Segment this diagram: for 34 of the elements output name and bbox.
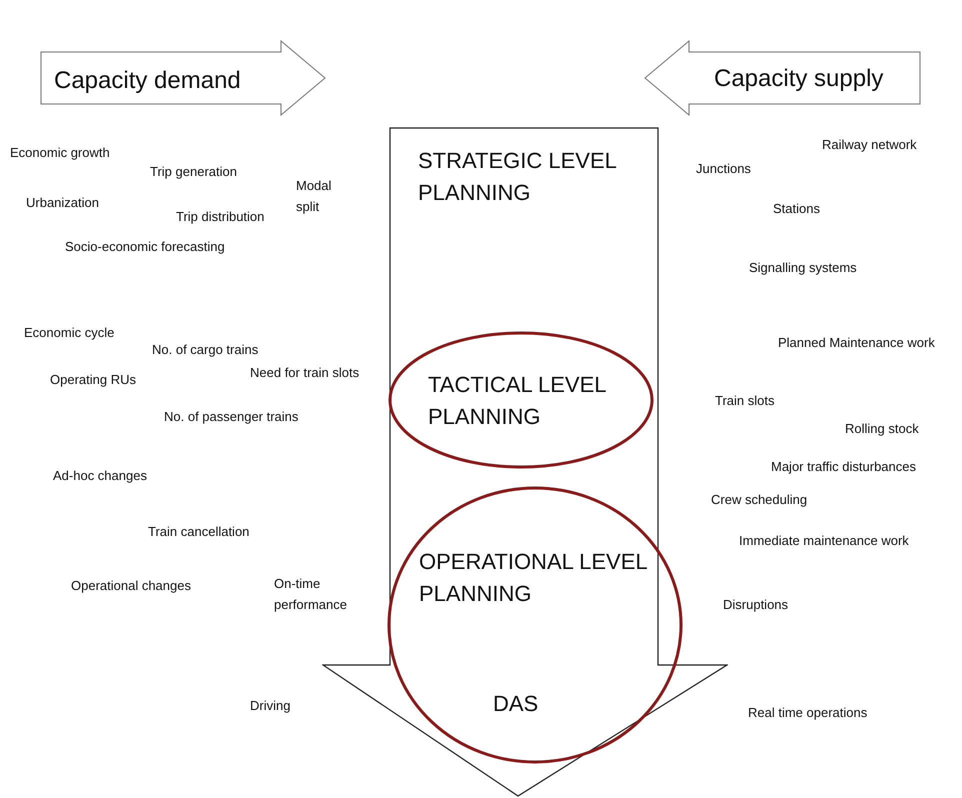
factor-label: Disruptions: [723, 596, 788, 614]
factor-label: Operating RUs: [50, 371, 136, 389]
factor-label: Trip distribution: [176, 208, 264, 226]
factor-label: Need for train slots: [250, 364, 360, 382]
factor-label: Train cancellation: [148, 523, 250, 541]
factor-label: Crew scheduling: [711, 491, 808, 509]
factor-label: Signalling systems: [749, 259, 857, 277]
factor-label: Stations: [773, 200, 820, 218]
factor-label: No. of passenger trains: [164, 408, 298, 426]
factor-label: Planned Maintenance work: [778, 334, 935, 352]
factor-label: On-time performance: [274, 575, 348, 614]
level-label: TACTICAL LEVEL PLANNING: [428, 371, 607, 431]
factor-label: Ad-hoc changes: [53, 467, 147, 485]
factor-label: Junctions: [696, 160, 751, 178]
factor-label: No. of cargo trains: [152, 341, 258, 359]
factor-label: Economic cycle: [24, 324, 114, 342]
factor-label: Socio-economic forecasting: [65, 238, 225, 256]
factor-label: Major traffic disturbances: [771, 458, 916, 476]
factor-label: Driving: [250, 697, 290, 715]
level-label: Capacity demand: [54, 66, 242, 96]
factor-label: Economic growth: [10, 144, 110, 162]
factor-label: Modal split: [296, 177, 332, 216]
factor-label: Train slots: [715, 392, 774, 410]
factor-label: Immediate maintenance work: [739, 532, 909, 550]
level-label: OPERATIONAL LEVEL PLANNING: [419, 548, 648, 608]
factor-label: Trip generation: [150, 163, 237, 181]
factor-label: Railway network: [822, 136, 917, 154]
factor-label: Real time operations: [748, 704, 868, 722]
factor-label: Operational changes: [71, 577, 191, 595]
level-label: DAS: [493, 690, 540, 718]
factor-label: Urbanization: [26, 194, 99, 212]
level-label: Capacity supply: [714, 64, 884, 94]
level-label: STRATEGIC LEVEL PLANNING: [418, 147, 618, 207]
factor-label: Rolling stock: [845, 420, 919, 438]
